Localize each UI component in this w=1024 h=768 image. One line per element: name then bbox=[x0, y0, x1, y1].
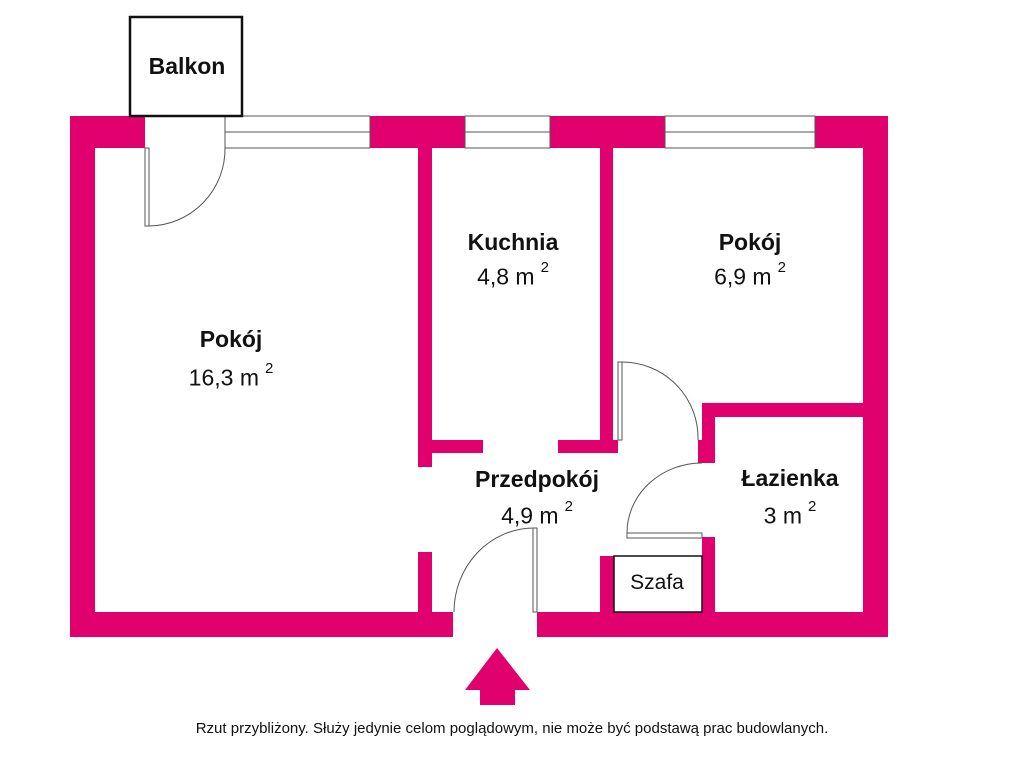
disclaimer-footer: Rzut przybliżony. Służy jedynie celom po… bbox=[195, 720, 829, 737]
area-exponent: 2 bbox=[264, 360, 274, 377]
area-value: 16,3 m bbox=[188, 364, 259, 391]
room-label-pokoj-large: Pokój bbox=[199, 326, 263, 352]
area-value: 6,9 m bbox=[714, 263, 772, 290]
room-label-balkon: Balkon bbox=[148, 53, 226, 79]
wall bbox=[550, 116, 665, 148]
room-area-lazienka: 3 m 2 bbox=[763, 498, 817, 530]
room-area-kuchnia: 4,8 m 2 bbox=[477, 259, 549, 291]
wall bbox=[863, 116, 888, 637]
room-area-pokoj-small: 6,9 m 2 bbox=[714, 259, 786, 291]
windows bbox=[224, 115, 816, 149]
area-exponent: 2 bbox=[777, 259, 786, 276]
walls bbox=[70, 116, 888, 637]
wall bbox=[370, 116, 465, 148]
wall bbox=[418, 552, 432, 612]
wall bbox=[558, 440, 618, 453]
area-exponent: 2 bbox=[808, 498, 817, 515]
wall bbox=[418, 440, 483, 453]
wall bbox=[70, 612, 453, 637]
area-exponent: 2 bbox=[564, 498, 573, 515]
wall bbox=[702, 537, 715, 612]
wall bbox=[600, 148, 613, 453]
wall bbox=[537, 612, 888, 637]
room-label-lazienka: Łazienka bbox=[741, 465, 839, 491]
area-value: 4,8 m bbox=[477, 263, 535, 290]
room-label-przedpokoj: Przedpokój bbox=[475, 466, 599, 492]
wall bbox=[418, 148, 432, 467]
area-exponent: 2 bbox=[540, 259, 549, 276]
doors[interactable] bbox=[144, 147, 703, 613]
room-area-pokoj-large: 16,3 m 2 bbox=[188, 360, 274, 392]
area-value: 3 m bbox=[763, 502, 802, 529]
wall bbox=[698, 440, 715, 463]
area-value: 4,9 m bbox=[501, 502, 559, 529]
arrow-up-icon bbox=[465, 648, 530, 705]
wall bbox=[702, 403, 863, 417]
room-label-pokoj-small: Pokój bbox=[718, 229, 782, 255]
wall bbox=[600, 556, 614, 612]
room-label-kuchnia: Kuchnia bbox=[467, 229, 559, 255]
wardrobe bbox=[613, 555, 703, 613]
wardrobe-label: Szafa bbox=[630, 571, 684, 594]
room-area-przedpokoj: 4,9 m 2 bbox=[501, 498, 573, 530]
wall bbox=[70, 116, 95, 637]
balcony-outline bbox=[128, 15, 244, 118]
